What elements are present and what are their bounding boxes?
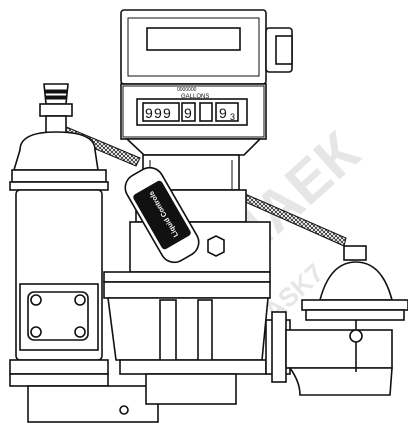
gallons-label: GALLONS (181, 94, 209, 100)
nameplate-badge: Liquid Controls (124, 166, 200, 264)
control-valve (301, 245, 408, 372)
counter-digit-right: 9 (219, 105, 227, 121)
air-eliminator-strainer (9, 83, 159, 423)
counter-digit: 9 (184, 105, 192, 121)
counter-digit: 9 (163, 105, 171, 121)
meter-body (103, 189, 271, 405)
counter-display: 9 9 9 9 9 3 (136, 98, 248, 126)
counter-digit: 9 (154, 105, 162, 121)
counter-digit: 9 (145, 105, 153, 121)
outlet-pipe (265, 311, 393, 396)
serial-mark: 0000000 (177, 87, 197, 93)
counter-digit-subscript: 3 (230, 112, 235, 122)
